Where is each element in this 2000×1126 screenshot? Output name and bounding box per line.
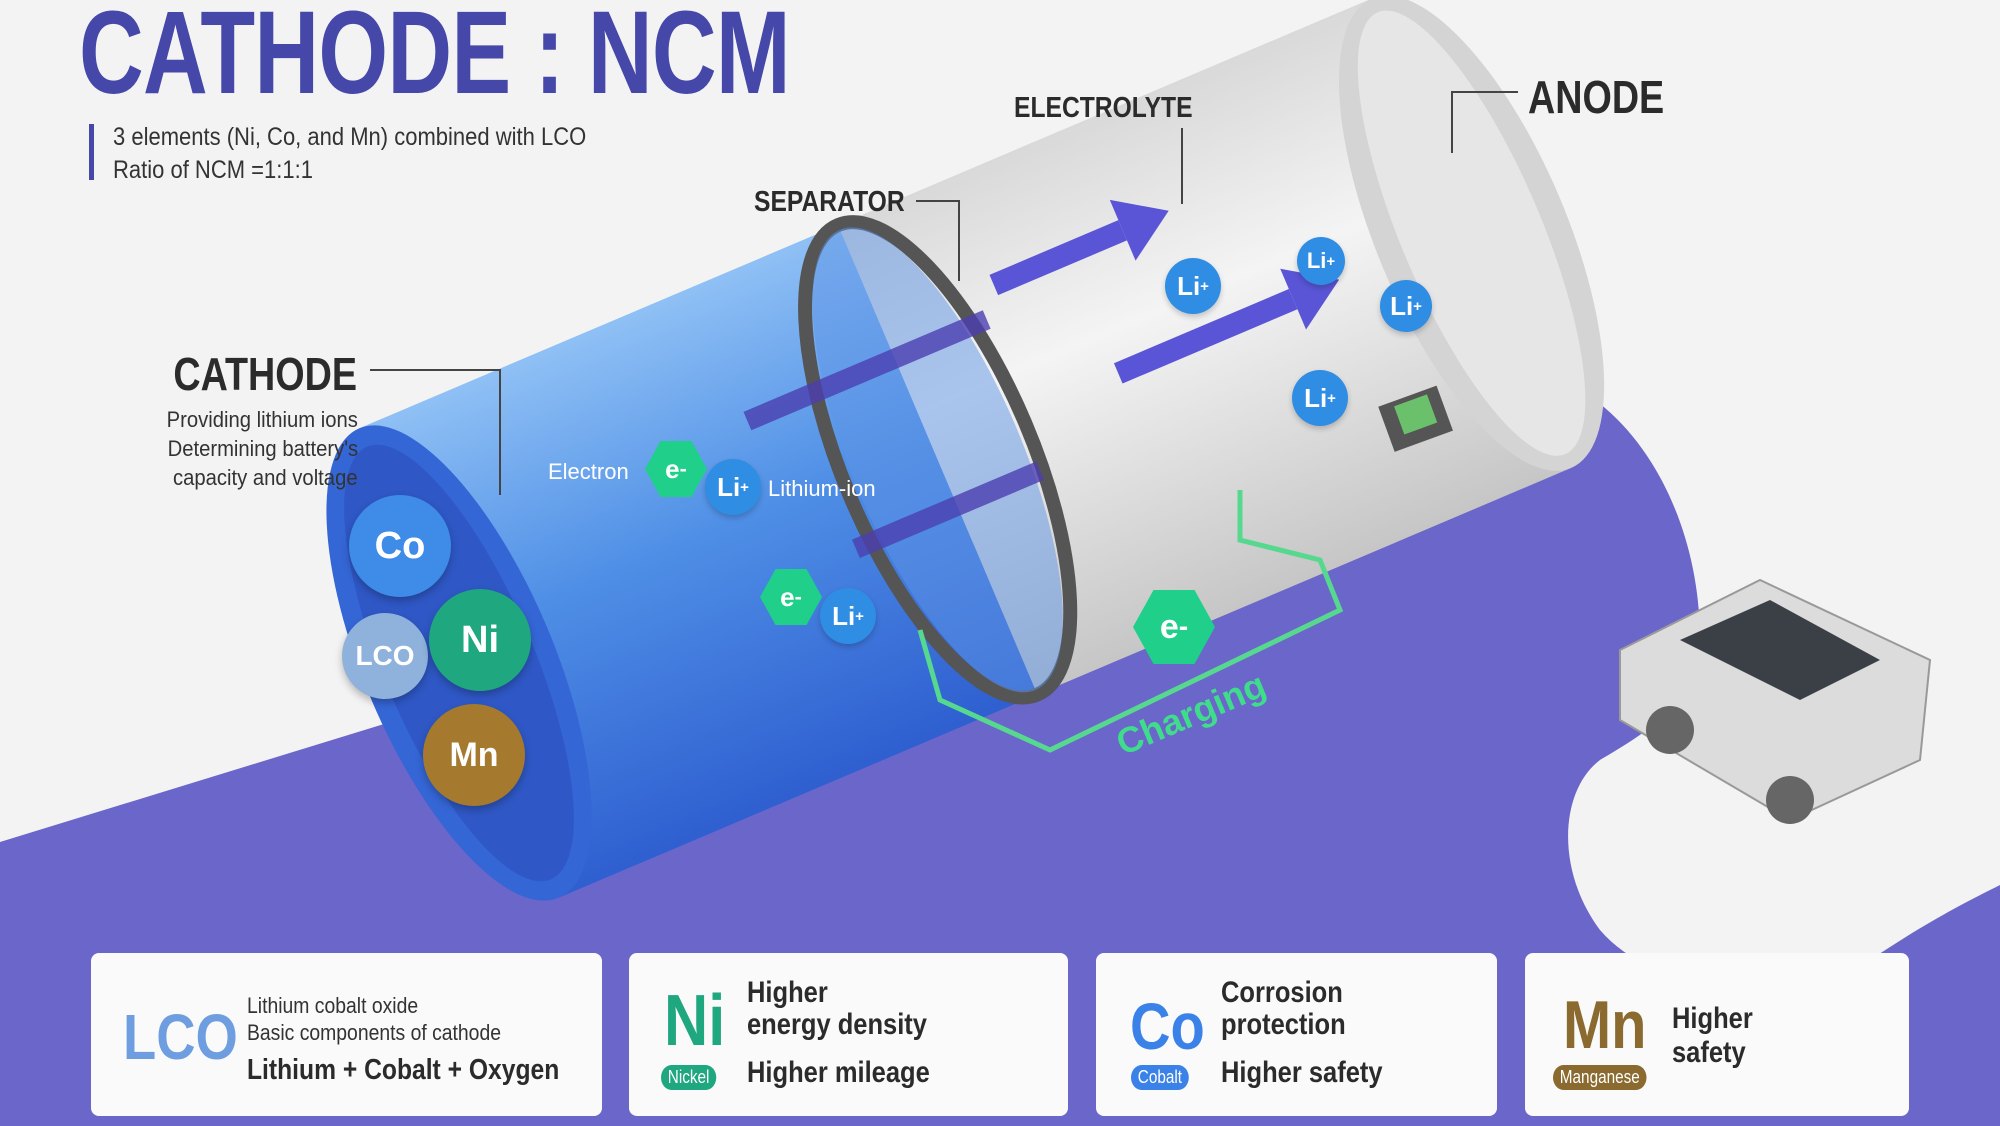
card-badge: Cobalt (1131, 1065, 1189, 1090)
manganese-ball: Mn (423, 704, 525, 806)
subtitle-line: Ratio of NCM =1:1:1 (113, 156, 313, 184)
lco-ball: LCO (342, 613, 428, 699)
card-line: Basic components of cathode (247, 1020, 501, 1045)
card-emphasis: Higher safety (1221, 1056, 1383, 1089)
cathode-desc: Providing lithium ions (166, 407, 358, 432)
card-symbol: Ni (664, 981, 726, 1061)
card-line: Higher (1672, 1002, 1753, 1035)
card-badge: Manganese (1553, 1065, 1647, 1090)
lithium-ion-icon: Li+ (705, 459, 761, 515)
electrolyte-label: ELECTROLYTE (1014, 92, 1193, 124)
charging-cable (917, 490, 1344, 753)
card-line: safety (1672, 1036, 1746, 1069)
card-line: protection (1221, 1008, 1346, 1041)
card-line: Higher (747, 976, 828, 1009)
subtitle-bar (89, 124, 94, 180)
cathode-desc: capacity and voltage (173, 465, 358, 490)
card-manganese: Mn Manganese Higher safety (1525, 953, 1909, 1116)
lithium-ion-icon: Li+ (1380, 280, 1432, 332)
lithium-ion-icon: Li+ (1165, 258, 1221, 314)
lithium-ion-label: Lithium-ion (768, 476, 876, 501)
leader-lines (370, 91, 1518, 495)
card-symbol: Co (1130, 989, 1205, 1063)
floor (0, 372, 2000, 1126)
cathode-label: CATHODE (173, 348, 357, 400)
monitor-icon (1378, 385, 1453, 452)
card-nickel: Ni Nickel Higher energy density Higher m… (629, 953, 1068, 1116)
card-symbol: Mn (1563, 987, 1647, 1063)
lithium-ion-icon: Li+ (1292, 370, 1348, 426)
cobalt-ball: Co (349, 495, 451, 597)
lithium-ion-icon: Li+ (820, 588, 876, 644)
card-cobalt: Co Cobalt Corrosion protection Higher sa… (1096, 953, 1497, 1116)
card-badge: Nickel (661, 1065, 717, 1090)
anode-label: ANODE (1528, 71, 1665, 123)
separator-label: SEPARATOR (754, 186, 905, 218)
card-symbol: LCO (123, 1001, 238, 1073)
cathode-desc: Determining battery's (167, 436, 358, 461)
subtitle-line: 3 elements (Ni, Co, and Mn) combined wit… (113, 123, 587, 151)
card-line: energy density (747, 1008, 927, 1041)
lithium-ion-icon: Li+ (1297, 237, 1345, 285)
card-emphasis: Lithium + Cobalt + Oxygen (247, 1054, 560, 1086)
card-line: Lithium cobalt oxide (247, 993, 419, 1018)
page-title: CATHODE : NCM (79, 0, 791, 119)
car-icon (1619, 578, 1932, 824)
separator (798, 215, 1078, 705)
card-emphasis: Higher mileage (747, 1056, 930, 1089)
card-line: Corrosion (1221, 976, 1343, 1009)
card-lco: LCO Lithium cobalt oxide Basic component… (91, 953, 602, 1116)
electron-label: Electron (548, 459, 629, 484)
nickel-ball: Ni (429, 589, 531, 691)
